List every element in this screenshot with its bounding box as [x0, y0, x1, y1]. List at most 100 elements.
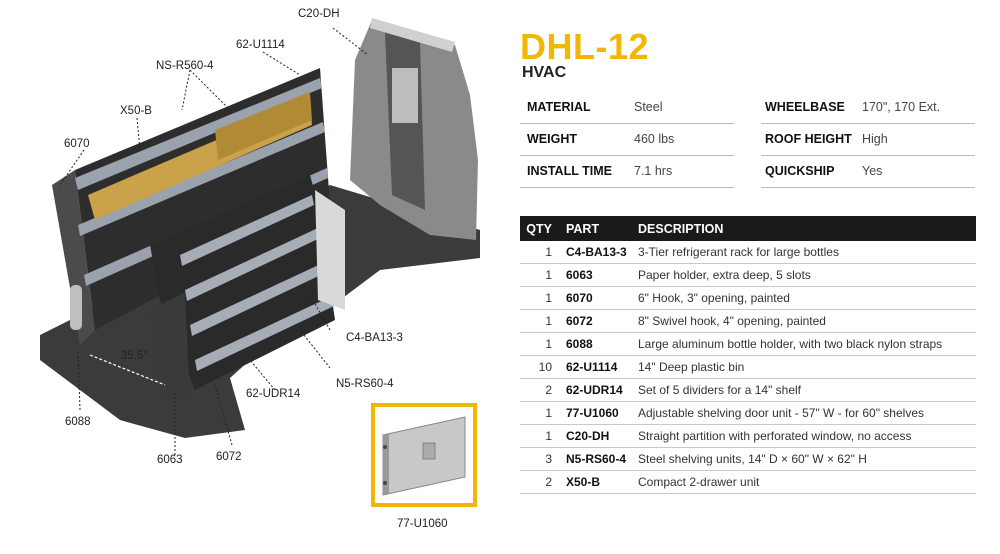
header-part: PART [562, 216, 634, 241]
row-description: 3-Tier refrigerant rack for large bottle… [634, 241, 976, 264]
row-qty: 2 [520, 470, 562, 494]
door-unit-drawing [382, 416, 466, 496]
spec-label: MATERIAL [527, 100, 591, 114]
callout-x50-b: X50-B [120, 105, 152, 117]
row-qty: 1 [520, 263, 562, 287]
callout-ns-r560-4: NS-R560-4 [156, 60, 214, 72]
right-rack-shelf-4 [195, 296, 334, 371]
left-rack-bins-right [215, 92, 312, 160]
row-part: 6072 [562, 309, 634, 333]
row-description: Set of 5 dividers for a 14" shelf [634, 378, 976, 402]
spec-wheelbase: WHEELBASE 170", 170 Ext. [761, 91, 975, 124]
van-interior-drawing [40, 18, 480, 455]
row-description: Paper holder, extra deep, 5 slots [634, 263, 976, 287]
callout-6072: 6072 [216, 451, 242, 463]
spec-label: INSTALL TIME [527, 164, 612, 178]
row-part: 62-U1114 [562, 355, 634, 379]
spec-label: QUICKSHIP [765, 164, 835, 178]
row-qty: 1 [520, 286, 562, 310]
partition-top-rail [370, 18, 455, 52]
callout-leaders [59, 27, 369, 455]
row-qty: 3 [520, 447, 562, 471]
row-description: 14" Deep plastic bin [634, 355, 976, 379]
row-qty: 1 [520, 241, 562, 264]
row-description: Adjustable shelving door unit - 57" W - … [634, 401, 976, 425]
right-rack-body [150, 175, 335, 390]
row-qty: 1 [520, 332, 562, 356]
spec-label: ROOF HEIGHT [765, 132, 852, 146]
spec-value: High [862, 132, 888, 146]
spec-value: 7.1 hrs [634, 164, 673, 178]
row-part: 6088 [562, 332, 634, 356]
row-part: 6070 [562, 286, 634, 310]
product-subtitle: HVAC [522, 64, 567, 81]
van-shelving-illustration: C20-DH 62-U1114 NS-R560-4 X50-B 6070 C4-… [0, 0, 500, 549]
callout-77-u1060: 77-U1060 [397, 518, 448, 530]
row-description: Compact 2-drawer unit [634, 470, 976, 494]
door-unit-inset [371, 403, 477, 507]
callout-dimension: 35.5" [121, 350, 148, 362]
perforated-window [392, 68, 418, 123]
callout-6088: 6088 [65, 416, 91, 428]
callout-62-udr14: 62-UDR14 [246, 388, 301, 400]
parts-table-header: QTY PART DESCRIPTION [520, 216, 976, 241]
spec-quickship: QUICKSHIP Yes [761, 155, 975, 188]
product-title: DHL-12 [520, 26, 650, 67]
spec-roof-height: ROOF HEIGHT High [761, 123, 975, 156]
right-rack-shelf-2 [185, 228, 320, 301]
row-description: Straight partition with perforated windo… [634, 424, 976, 448]
row-qty: 1 [520, 424, 562, 448]
bottle-holder [70, 285, 82, 330]
spec-label: WEIGHT [527, 132, 577, 146]
spec-value: Steel [634, 100, 663, 114]
row-part: N5-RS60-4 [562, 447, 634, 471]
spec-weight: WEIGHT 460 lbs [520, 123, 734, 156]
row-description: 8" Swivel hook, 4" opening, painted [634, 309, 976, 333]
row-qty: 2 [520, 378, 562, 402]
header-description: DESCRIPTION [634, 216, 976, 241]
row-description: 6" Hook, 3" opening, painted [634, 286, 976, 310]
rack-side-door [315, 190, 345, 310]
spec-value: Yes [862, 164, 883, 178]
left-rack-shelf-top [75, 78, 322, 190]
left-rack-shelf-mid [78, 122, 325, 236]
callout-n5-rs60-4: N5-RS60-4 [336, 378, 394, 390]
row-description: Steel shelving units, 14" D × 60" W × 62… [634, 447, 976, 471]
callout-62-u1114: 62-U1114 [236, 39, 285, 51]
right-rack-shelf-1 [180, 195, 314, 266]
row-part: C20-DH [562, 424, 634, 448]
callout-6070: 6070 [64, 138, 90, 150]
callout-6063: 6063 [157, 454, 183, 466]
spec-label: WHEELBASE [765, 100, 845, 114]
right-rack-shelf-3 [190, 262, 327, 336]
spec-install-time: INSTALL TIME 7.1 hrs [520, 155, 734, 188]
spec-value: 460 lbs [634, 132, 675, 146]
row-part: C4-BA13-3 [562, 241, 634, 264]
left-rack-end-panel [52, 170, 95, 345]
row-part: X50-B [562, 470, 634, 494]
row-qty: 1 [520, 309, 562, 333]
callout-c4-ba13-3: C4-BA13-3 [346, 332, 403, 344]
row-part: 77-U1060 [562, 401, 634, 425]
drawer-unit [150, 292, 190, 400]
row-part: 6063 [562, 263, 634, 287]
callout-c20-dh: C20-DH [298, 8, 340, 20]
dimension-line [89, 354, 166, 386]
header-qty: QTY [520, 216, 562, 241]
row-qty: 1 [520, 401, 562, 425]
spec-material: MATERIAL Steel [520, 91, 734, 124]
row-description: Large aluminum bottle holder, with two b… [634, 332, 976, 356]
row-part: 62-UDR14 [562, 378, 634, 402]
